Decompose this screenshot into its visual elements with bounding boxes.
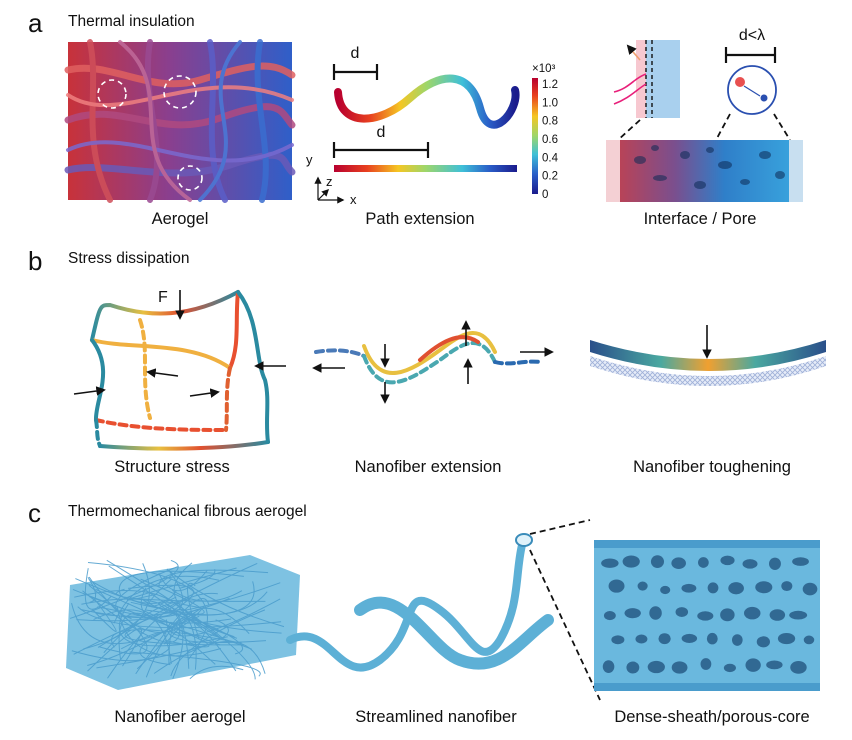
caption-nanofiber-aerogel: Nanofiber aerogel (114, 708, 245, 726)
colorbar-tick: 0.8 (542, 116, 558, 128)
panel-a: a Thermal insulation (28, 8, 803, 228)
interface-pore-diagram: d<λ (606, 27, 803, 202)
caption-structure-stress: Structure stress (114, 458, 230, 476)
colorbar-tick: 0.4 (542, 152, 559, 164)
caption-nanofiber-extension: Nanofiber extension (355, 458, 502, 476)
panel-c: c Thermomechanical fibrous aerogel Nanof… (28, 498, 820, 726)
caption-dense-sheath-porous-core: Dense-sheath/porous-core (614, 708, 809, 726)
force-label: F (158, 289, 168, 306)
panel-b-letter: b (28, 246, 42, 276)
streamlined-nanofiber (286, 533, 554, 672)
nanofiber-aerogel-image (66, 555, 300, 690)
extension-arrows (312, 320, 554, 404)
caption-path-extension: Path extension (365, 210, 474, 228)
panel-a-title: Thermal insulation (68, 13, 195, 30)
panel-c-title: Thermomechanical fibrous aerogel (68, 503, 307, 520)
path-label-d2: d (377, 124, 386, 141)
colorbar-tick: 1.0 (542, 97, 558, 109)
caption-aerogel: Aerogel (152, 210, 209, 228)
axis-z-label: z (326, 174, 333, 189)
panel-c-letter: c (28, 498, 41, 528)
path-extension-diagram: d d y z x (306, 45, 520, 207)
colorbar: ×10³ 1.2 1.0 0.8 0.6 0.4 0.2 0 (532, 63, 559, 201)
caption-streamlined-nanofiber: Streamlined nanofiber (355, 708, 517, 726)
axes-triad (314, 176, 345, 204)
path-label-d1: d (351, 45, 360, 62)
caption-interface-pore: Interface / Pore (644, 210, 757, 228)
axis-x-label: x (350, 192, 357, 207)
nanofiber-extension-diagram (314, 331, 542, 385)
dense-sheath-porous-core-image (594, 540, 820, 691)
colorbar-tick: 0.6 (542, 134, 558, 146)
panel-b: b Stress dissipation F Structure stress (28, 246, 826, 476)
caption-nanofiber-toughening: Nanofiber toughening (633, 458, 791, 476)
aerogel-image (64, 39, 296, 203)
panel-a-letter: a (28, 8, 43, 38)
structure-stress-arrows (73, 290, 286, 398)
zoom-line-top (529, 519, 591, 535)
colorbar-tick: 0 (542, 189, 548, 201)
axis-y-label: y (306, 152, 313, 167)
colorbar-tick: 1.2 (542, 79, 558, 91)
zoom-line-bottom (529, 549, 601, 701)
pore-label: d<λ (739, 27, 765, 44)
colorbar-tick: 0.2 (542, 171, 558, 183)
structure-stress-diagram (90, 290, 270, 451)
colorbar-multiplier: ×10³ (532, 63, 556, 75)
panel-b-title: Stress dissipation (68, 250, 189, 267)
nanofiber-toughening-diagram (590, 325, 826, 386)
